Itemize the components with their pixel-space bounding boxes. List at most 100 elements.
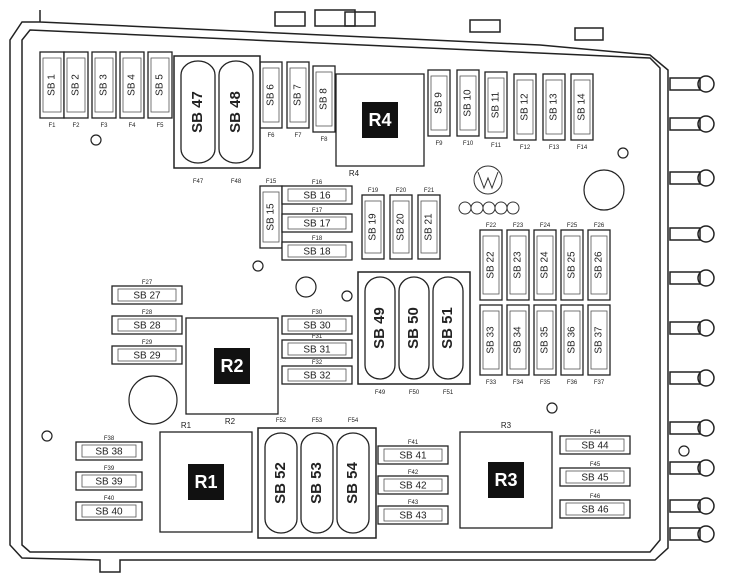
fuse-label: SB 19: [368, 213, 379, 241]
fuse-tag: F14: [577, 145, 588, 151]
fuse-sb-20-body: [389, 194, 413, 260]
fuse-sb-46-window: [565, 502, 625, 516]
fuse-sb-13-window: [545, 79, 563, 135]
fuse-label: SB 20: [396, 213, 407, 241]
fuse-tag: F7: [294, 133, 302, 139]
fuse-tag: F43: [408, 500, 419, 506]
fuse-sb-12-body: [513, 73, 537, 141]
fuse-sb-23-body: [506, 229, 530, 301]
fuse-tag: F31: [312, 334, 323, 340]
fuse-sb-36-window: [563, 310, 581, 370]
fuse-tag: F47: [193, 179, 204, 185]
relay-label: R1: [194, 472, 217, 492]
fuse-sb-19-body: [361, 194, 385, 260]
fuse-sb-45-body: [559, 467, 631, 487]
fuse-sb-23-window: [509, 235, 527, 295]
fuse-tag: F26: [594, 223, 605, 229]
relay-r1-badge: [188, 464, 224, 500]
fuse-sb-24-body: [533, 229, 557, 301]
fuse-tag: F33: [486, 380, 497, 386]
fuse-sb-29-window: [117, 348, 177, 362]
relay-label: R4: [368, 110, 391, 130]
fuse-sb-19-window: [364, 200, 382, 254]
fuse-tag: F49: [375, 390, 386, 396]
fuse-label: SB 22: [486, 251, 497, 279]
fuse-label: SB 23: [513, 251, 524, 279]
fuse-sb-48-body: [218, 60, 254, 164]
fuse-tag: F54: [348, 418, 359, 424]
fuse-label: SB 30: [303, 321, 331, 332]
fuse-label: SB 46: [581, 505, 609, 516]
fuse-tag: F34: [513, 380, 524, 386]
relay-caption: R4: [349, 169, 360, 178]
fuse-sb-42-body: [377, 475, 449, 495]
fuse-sb-26: SB 26 F26: [587, 223, 611, 301]
fuse-sb-21-body: [417, 194, 441, 260]
fuse-sb-2: SB 2F2: [63, 51, 89, 129]
fuse-sb-24-window: [536, 235, 554, 295]
fuse-sb-26-window: [590, 235, 608, 295]
fuse-sb-45-window: [565, 470, 625, 484]
fuse-sb-30-window: [287, 318, 347, 332]
fuse-label: SB 38: [95, 447, 123, 458]
fuse-label: SB 6: [266, 84, 277, 106]
fuse-sb-13-body: [542, 73, 566, 141]
fuse-sb-33-window: [482, 310, 500, 370]
fuse-label: SB 26: [594, 251, 605, 279]
fuse-tag: F52: [276, 418, 287, 424]
fuse-sb-28-body: [111, 315, 183, 335]
fuse-sb-34-window: [509, 310, 527, 370]
fuse-sb-22-body: [479, 229, 503, 301]
fuse-tag: F50: [409, 390, 420, 396]
fuse-sb-15-window: [262, 191, 280, 243]
fuse-label: SB 9: [434, 92, 445, 114]
fuse-tag: F36: [567, 380, 578, 386]
relay-caption: R1: [181, 421, 192, 430]
fuse-label: SB 7: [293, 84, 304, 106]
relay-r2-badge: [214, 348, 250, 384]
fuse-sb-9-window: [430, 75, 448, 131]
fuse-tag: F41: [408, 440, 419, 446]
fuse-sb-46-body: [559, 499, 631, 519]
fuse-tag: F17: [312, 208, 323, 214]
fuse-sb-7-body: [286, 61, 310, 129]
fuse-sb-32-body: [281, 365, 353, 385]
fuse-tag: F4: [128, 123, 136, 129]
fuse-label: SB 42: [399, 481, 427, 492]
fuse-sb-26-body: [587, 229, 611, 301]
fuse-sb-38-body: [75, 441, 143, 461]
fuse-sb-40-body: [75, 501, 143, 521]
fuse-tag: F1: [48, 123, 56, 129]
fuse-sb-7: SB 7 F7: [286, 61, 310, 139]
fuse-sb-3-body: [91, 51, 117, 119]
fuse-sb-22-window: [482, 235, 500, 295]
fuse-label: SB 29: [133, 351, 161, 362]
fuse-label: SB 53: [308, 462, 325, 504]
fuse-sb-38-window: [81, 444, 137, 458]
fuse-label: SB 25: [567, 251, 578, 279]
fuse-label: SB 39: [95, 477, 123, 488]
